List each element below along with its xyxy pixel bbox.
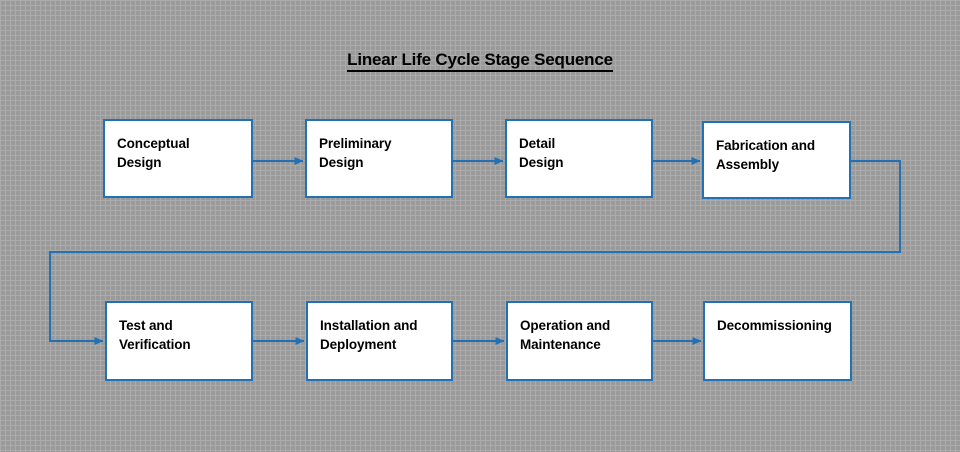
diagram-title: Linear Life Cycle Stage Sequence xyxy=(0,50,960,72)
node-label-conceptual-design: Conceptual Design xyxy=(117,136,190,170)
node-test-and-verification[interactable]: Test and Verification xyxy=(105,301,253,381)
node-operation-and-maintenance[interactable]: Operation and Maintenance xyxy=(506,301,653,381)
node-installation-and-deployment[interactable]: Installation and Deployment xyxy=(306,301,453,381)
node-decommissioning[interactable]: Decommissioning xyxy=(703,301,852,381)
node-label-fabrication-and-assembly: Fabrication and Assembly xyxy=(716,138,816,172)
connector-fabrication-to-test-wrap xyxy=(49,160,901,345)
node-label-preliminary-design: Preliminary Design xyxy=(319,136,392,170)
node-label-test-and-verification: Test and Verification xyxy=(119,318,191,352)
node-label-installation-and-deployment: Installation and Deployment xyxy=(320,318,418,352)
node-label-operation-and-maintenance: Operation and Maintenance xyxy=(520,318,611,352)
diagram-title-text: Linear Life Cycle Stage Sequence xyxy=(347,50,613,72)
node-fabrication-and-assembly[interactable]: Fabrication and Assembly xyxy=(702,121,851,199)
node-detail-design[interactable]: Detail Design xyxy=(505,119,653,198)
node-label-decommissioning: Decommissioning xyxy=(717,318,832,333)
node-preliminary-design[interactable]: Preliminary Design xyxy=(305,119,453,198)
node-label-detail-design: Detail Design xyxy=(519,136,564,170)
node-conceptual-design[interactable]: Conceptual Design xyxy=(103,119,253,198)
